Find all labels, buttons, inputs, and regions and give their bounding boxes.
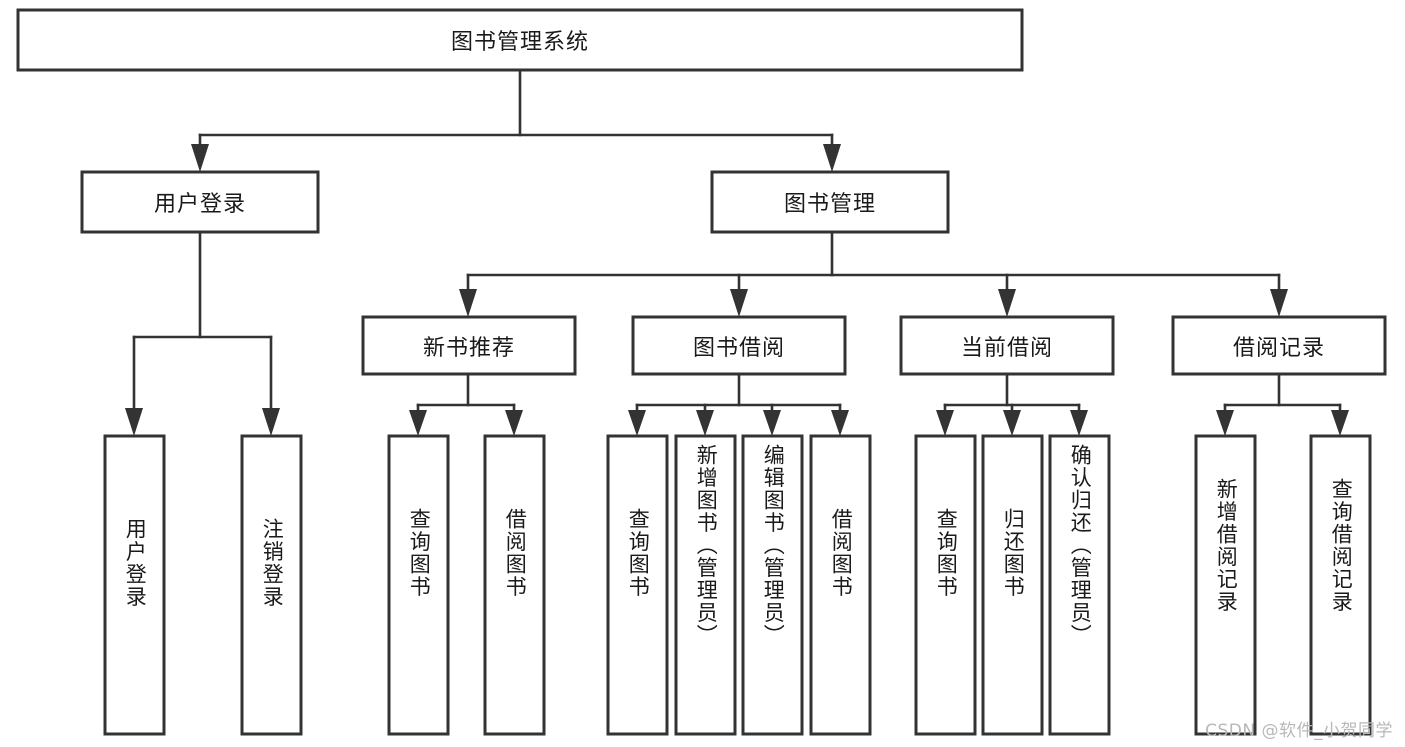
arrowhead-icon-leaf1 (125, 408, 143, 436)
node-box-leaf-13[interactable] (1309, 434, 1372, 736)
arrowhead-icon-current (998, 289, 1016, 317)
node-box-bookmgmt[interactable] (710, 170, 950, 234)
node-boxes (16, 8, 1387, 736)
node-box-records[interactable] (1171, 315, 1387, 376)
arrowhead-icon-leaf7 (763, 410, 781, 436)
node-box-root[interactable] (16, 8, 1024, 72)
arrowhead-icon-bookmgmt (823, 144, 841, 172)
arrowhead-icon-leaf4 (505, 410, 523, 436)
node-box-current[interactable] (899, 315, 1115, 376)
arrowhead-icon-leaf6 (696, 410, 714, 436)
arrowhead-icon-leaf10 (1003, 410, 1021, 436)
arrowhead-icon-leaf3 (409, 410, 427, 436)
node-box-leaf-5[interactable] (606, 434, 669, 736)
node-box-borrow[interactable] (631, 315, 847, 376)
arrowhead-icon-leaf2 (262, 408, 280, 436)
node-box-login[interactable] (80, 170, 320, 234)
node-box-newbook[interactable] (361, 315, 577, 376)
arrow-heads (125, 144, 1349, 436)
node-box-leaf-4[interactable] (483, 434, 546, 736)
node-box-leaf-2[interactable] (240, 434, 303, 736)
node-box-leaf-11[interactable] (1048, 434, 1111, 736)
node-box-leaf-8[interactable] (809, 434, 872, 736)
arrowhead-icon-login (191, 144, 209, 172)
node-box-leaf-1[interactable] (103, 434, 166, 736)
arrowhead-icon-leaf13 (1331, 410, 1349, 436)
node-box-leaf-3[interactable] (387, 434, 450, 736)
arrowhead-icon-borrow (730, 289, 748, 317)
arrowhead-icon-leaf5 (628, 410, 646, 436)
arrowhead-icon-leaf12 (1216, 410, 1234, 436)
node-box-leaf-9[interactable] (914, 434, 977, 736)
node-box-leaf-12[interactable] (1194, 434, 1257, 736)
node-box-leaf-6[interactable] (674, 434, 737, 736)
node-box-leaf-7[interactable] (741, 434, 804, 736)
arrowhead-icon-leaf8 (831, 410, 849, 436)
node-box-leaf-10[interactable] (981, 434, 1044, 736)
arrowhead-icon-newbook (459, 289, 477, 317)
arrowhead-icon-records (1270, 289, 1288, 317)
arrowhead-icon-leaf9 (936, 410, 954, 436)
arrowhead-icon-leaf11 (1070, 410, 1088, 436)
